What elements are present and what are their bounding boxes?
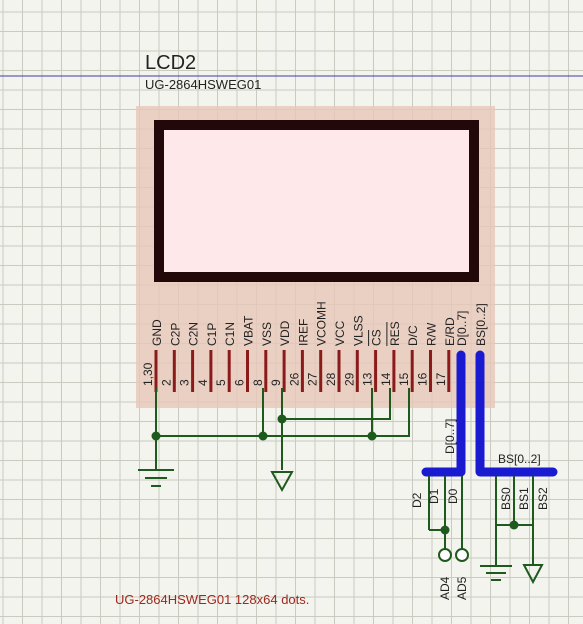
data-bus-label: D[0..7] xyxy=(443,419,457,454)
pin-number: 14 xyxy=(379,372,393,386)
power-wiring xyxy=(138,388,410,493)
pin-name: E/RD xyxy=(443,317,457,346)
pin-number: 15 xyxy=(397,372,411,386)
component-description: UG-2864HSWEG01 128x64 dots. xyxy=(115,592,309,607)
pin-number: 17 xyxy=(434,372,448,386)
pin-name: C1P xyxy=(205,323,219,346)
pin-name: VCC xyxy=(333,320,347,346)
component-part: UG-2864HSWEG01 xyxy=(145,77,261,92)
pin-number: 29 xyxy=(342,372,356,386)
junction-dot xyxy=(367,431,377,441)
pin-group: GND 1,30 C2P 2 C2N 3 C1P 4 C1N 5 VBAT 6 VSS 8 VDD 9 IREF… xyxy=(141,301,457,392)
entry-label-d1: D1 xyxy=(427,488,441,504)
junctions xyxy=(151,414,377,441)
junction-dot xyxy=(509,520,519,530)
pin-number: 6 xyxy=(233,379,247,386)
terminal-label-ad5: AD5 xyxy=(455,576,469,600)
bs-bus-label: BS[0..2] xyxy=(498,452,541,466)
wire-vdd-res[interactable] xyxy=(282,388,391,420)
terminal-ad4[interactable] xyxy=(438,548,452,562)
pin-name: C2P xyxy=(168,323,182,346)
pin-name: C1N xyxy=(223,322,237,346)
pin-number: 16 xyxy=(416,372,430,386)
pin-number: 27 xyxy=(306,372,320,386)
pin-name: C2N xyxy=(187,322,201,346)
pin-number: 3 xyxy=(178,379,192,386)
pin-name: VCOMH xyxy=(315,301,329,346)
pin-name: R/W xyxy=(425,322,439,346)
entry-label-d2: D2 xyxy=(410,492,424,508)
bus-lines xyxy=(421,350,558,477)
entry-label-bs0: BS0 xyxy=(499,487,513,510)
pin-name: RES xyxy=(388,321,402,346)
pin-number: 26 xyxy=(287,372,301,386)
wire-gnd-bus[interactable] xyxy=(156,388,410,437)
bs-bus-pin: BS[0..2] xyxy=(474,303,488,346)
pin-number: 4 xyxy=(196,379,210,386)
junction-dot xyxy=(258,431,268,441)
junction-dot xyxy=(151,431,161,441)
terminal-ad5[interactable] xyxy=(455,548,469,562)
junction-dot xyxy=(440,525,450,535)
junction-dot xyxy=(277,414,287,424)
pin-name: IREF xyxy=(296,319,310,346)
pin-name: VLSS xyxy=(351,315,365,346)
pin-name: VBAT xyxy=(242,315,256,346)
lcd-screen xyxy=(154,120,479,282)
bs-bus[interactable] xyxy=(475,350,558,477)
pin-number: 5 xyxy=(214,379,228,386)
data-bus[interactable] xyxy=(421,350,466,477)
pin-number: 2 xyxy=(159,379,173,386)
pin-name: VDD xyxy=(278,320,292,346)
pin-name: VSS xyxy=(260,322,274,346)
terminal-label-ad4: AD4 xyxy=(438,576,452,600)
pin-number: 28 xyxy=(324,372,338,386)
data-entries xyxy=(428,476,463,549)
pin-name: D/C xyxy=(406,325,420,346)
component-ref: LCD2 xyxy=(145,52,196,74)
ground-arrow xyxy=(270,471,294,493)
data-bus-pin: D[0..7] xyxy=(455,311,469,346)
entry-label-bs2: BS2 xyxy=(536,487,550,510)
pin-number: 1,30 xyxy=(141,362,155,386)
entry-label-bs1: BS1 xyxy=(517,487,531,510)
pin-number: 13 xyxy=(361,372,375,386)
entry-label-d0: D0 xyxy=(446,488,460,504)
pin-number: 8 xyxy=(251,379,265,386)
pin-name: CS xyxy=(370,329,384,346)
pin-number: 9 xyxy=(269,379,283,386)
pin-name: GND xyxy=(150,319,164,346)
ground-arrow xyxy=(522,564,544,585)
